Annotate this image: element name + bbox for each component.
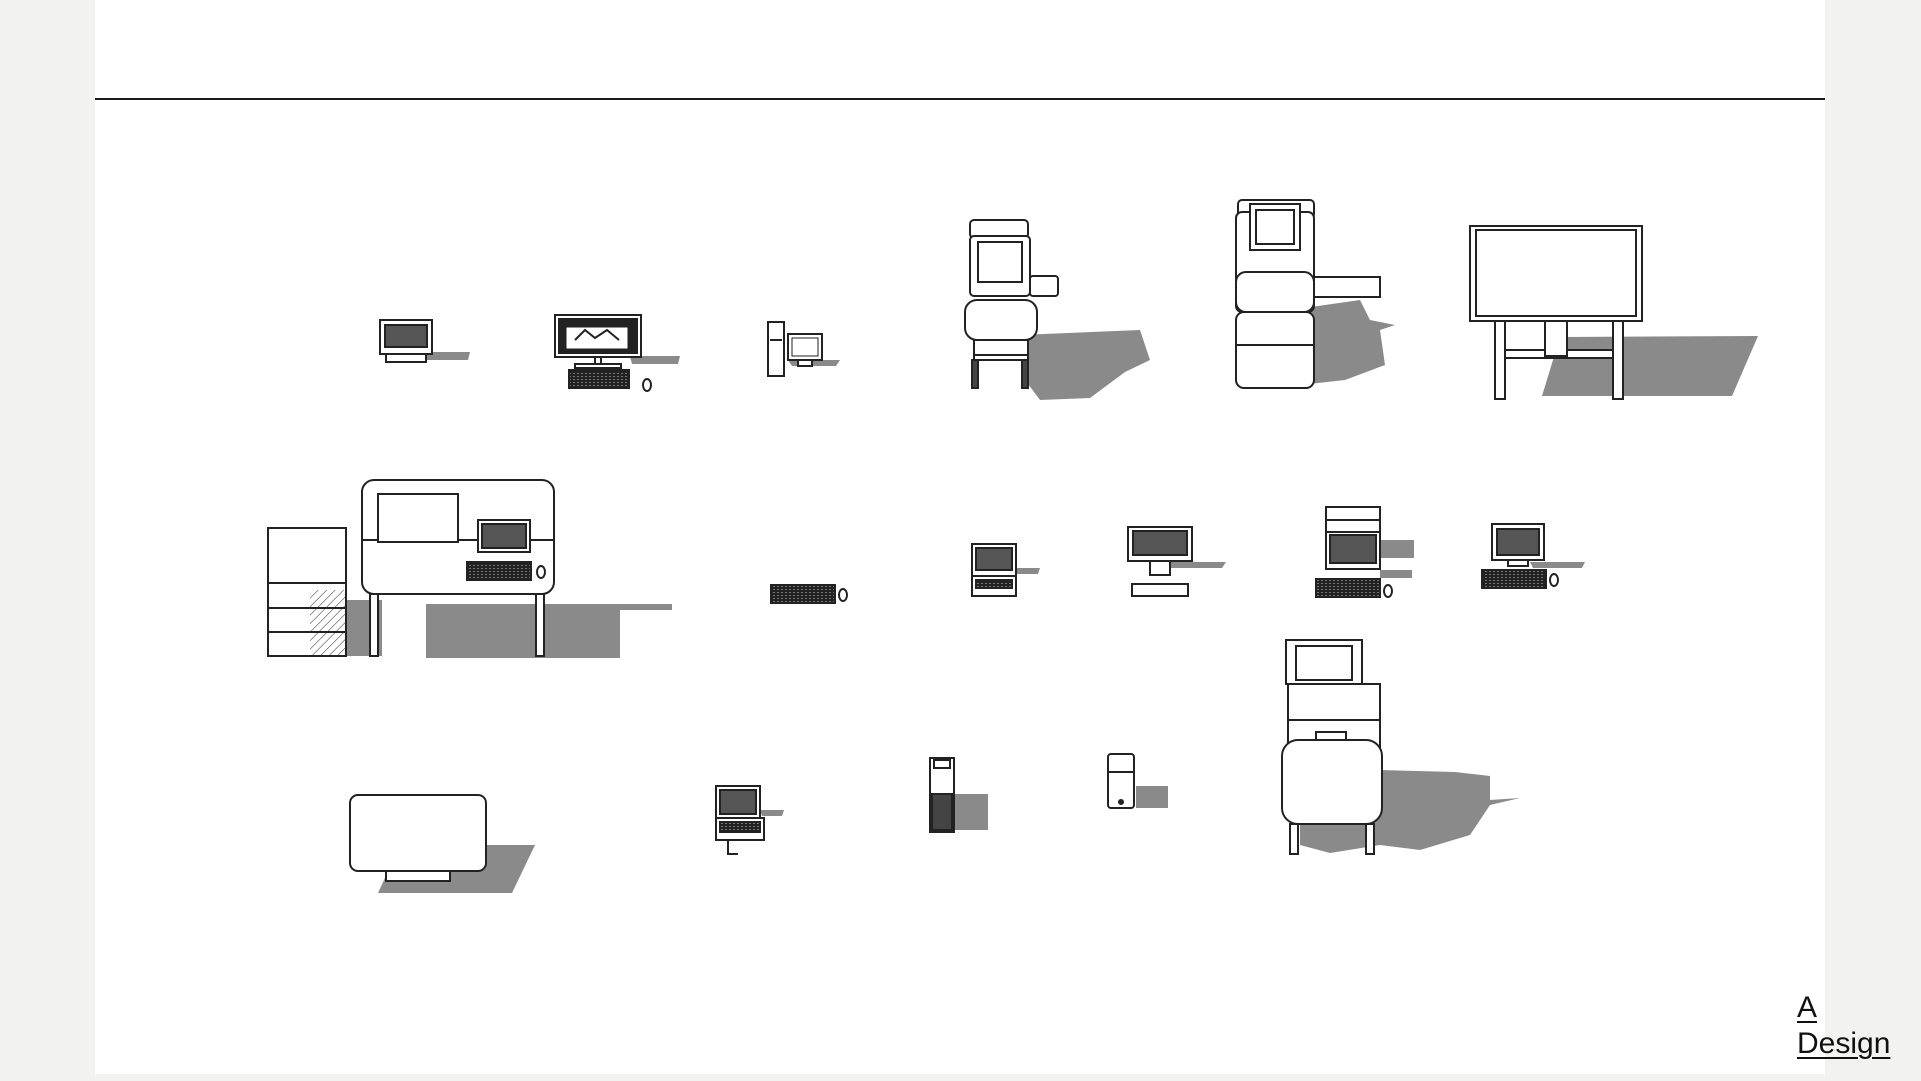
all-in-one-with-keyboard xyxy=(1127,526,1226,597)
brand-line-1: A xyxy=(1797,991,1818,1024)
tall-medical-cart xyxy=(1235,199,1395,389)
large-display xyxy=(349,794,535,893)
standing-desk-with-whiteboard xyxy=(1469,225,1758,400)
monitor-with-keyboard xyxy=(1481,523,1585,589)
keyboard-and-mouse xyxy=(770,584,848,604)
monitor-with-stacked-devices xyxy=(1315,506,1414,598)
tower-pc xyxy=(929,757,988,833)
brand-line-2: Design xyxy=(1797,1027,1891,1060)
tablet xyxy=(1107,753,1168,809)
header-rule xyxy=(95,98,1825,100)
mobile-cart-with-screen xyxy=(1281,639,1520,855)
tower-pc-with-monitor xyxy=(767,321,840,377)
laptop xyxy=(971,543,1040,597)
medical-workstation-cart xyxy=(964,219,1150,400)
brand-logo: A Design xyxy=(1797,990,1890,1062)
laptop-with-stand xyxy=(715,785,784,855)
small-monitor xyxy=(379,319,470,363)
desktop-with-keyboard-and-mouse xyxy=(554,314,680,392)
desk-with-drawer-cabinet xyxy=(267,479,672,658)
